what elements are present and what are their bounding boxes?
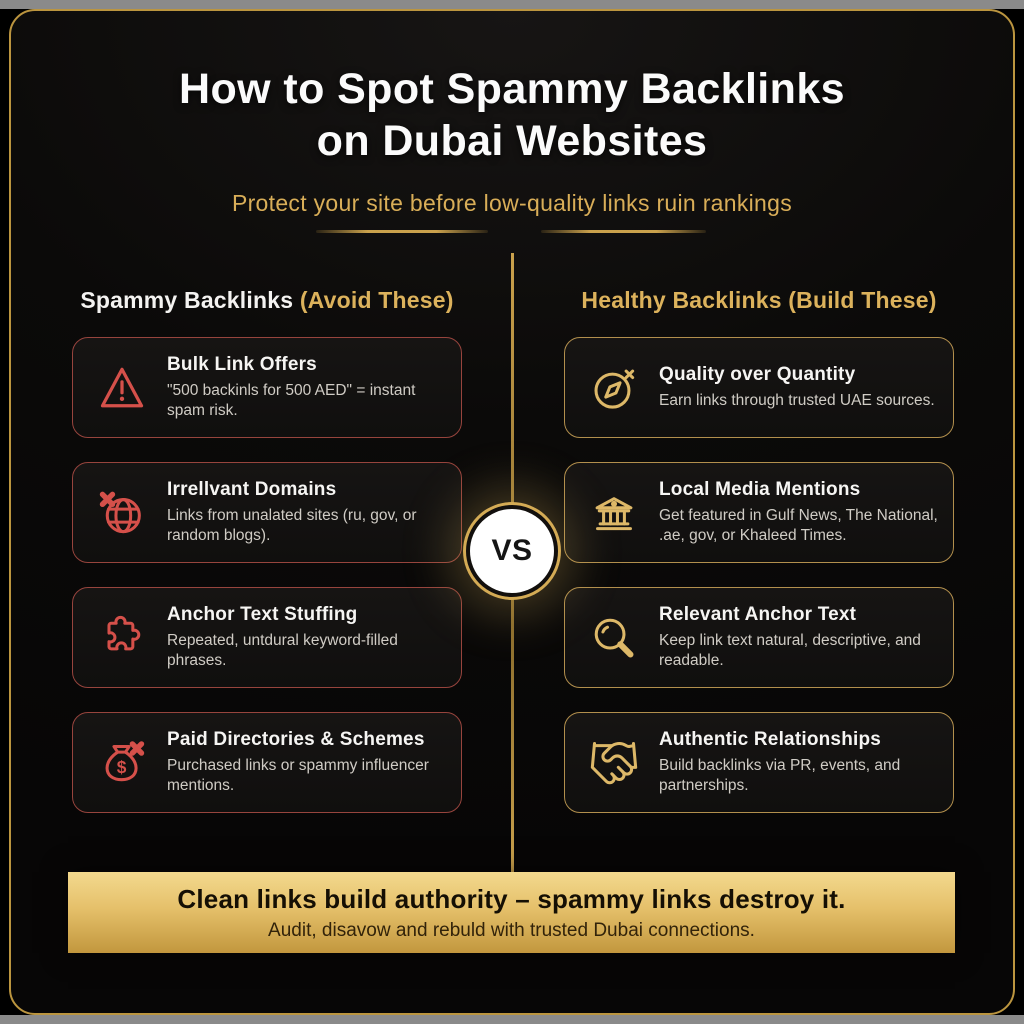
card-irrelevant-domains: Irrellvant Domains Links from unalated s…	[72, 462, 462, 563]
top-edge-strip	[0, 0, 1024, 9]
card-title: Authentic Relationships	[659, 728, 882, 750]
card-title: Relevant Anchor Text	[659, 603, 857, 625]
card-description: Get featured in Gulf News, The National,…	[659, 506, 938, 544]
right-divider-line	[541, 230, 706, 233]
puzzle-piece-icon	[91, 612, 153, 664]
spammy-heading-accent: (Avoid These)	[299, 287, 454, 313]
svg-text:$: $	[117, 756, 127, 776]
card-title: Paid Directories & Schemes	[167, 728, 425, 750]
card-bulk-link-offers: Bulk Link Offers "500 backinls for 500 A…	[72, 337, 462, 438]
card-description: Purchased links or spammy influencer men…	[167, 756, 429, 794]
main-frame: How to Spot Spammy Backlinks on Dubai We…	[9, 9, 1015, 1015]
page-subtitle: Protect your site before low-quality lin…	[231, 189, 793, 216]
spammy-cards-column: Bulk Link Offers "500 backinls for 500 A…	[72, 337, 462, 813]
card-anchor-text-stuffing: Anchor Text Stuffing Repeated, untdural …	[72, 587, 462, 688]
vs-badge-label: VS	[470, 509, 554, 593]
healthy-column-heading: Healthy Backlinks (Build These)	[581, 287, 937, 313]
magnifier-icon	[583, 612, 645, 664]
card-title: Anchor Text Stuffing	[167, 603, 358, 625]
compass-icon	[583, 362, 645, 414]
card-description: Repeated, untdural keyword-filled phrase…	[167, 631, 398, 669]
page-title: How to Spot Spammy Backlinks on Dubai We…	[11, 63, 1013, 168]
card-text: Authentic Relationships Build backlinks …	[659, 729, 939, 797]
warning-triangle-icon	[91, 362, 153, 414]
card-text: Irrellvant Domains Links from unalated s…	[167, 479, 447, 547]
card-description: Keep link text natural, descriptive, and…	[659, 631, 921, 669]
page-title-line1: How to Spot Spammy Backlinks	[179, 65, 845, 113]
card-text: Local Media Mentions Get featured in Gul…	[659, 479, 939, 547]
card-text: Anchor Text Stuffing Repeated, untdural …	[167, 604, 447, 672]
card-text: Quality over Quantity Earn links through…	[659, 364, 939, 411]
card-title: Bulk Link Offers	[167, 353, 317, 375]
card-title: Irrellvant Domains	[167, 478, 337, 500]
spammy-column-heading: Spammy Backlinks (Avoid These)	[72, 287, 462, 314]
card-text: Paid Directories & Schemes Purchased lin…	[167, 729, 447, 797]
left-divider-line	[316, 230, 488, 233]
card-local-media-mentions: Local Media Mentions Get featured in Gul…	[564, 462, 954, 563]
footer-banner: Clean links build authority – spammy lin…	[68, 872, 955, 953]
card-text: Relevant Anchor Text Keep link text natu…	[659, 604, 939, 672]
card-description: Links from unalated sites (ru, gov, or r…	[167, 506, 417, 544]
healthy-cards-column: Quality over Quantity Earn links through…	[564, 337, 954, 813]
money-bag-x-icon: $	[91, 737, 153, 789]
card-description: Build backlinks via PR, events, and part…	[659, 756, 901, 794]
bank-building-icon	[583, 487, 645, 539]
handshake-icon	[583, 737, 645, 789]
page-title-line2: on Dubai Websites	[316, 117, 708, 166]
card-title: Quality over Quantity	[659, 363, 856, 385]
card-authentic-relationships: Authentic Relationships Build backlinks …	[564, 712, 954, 813]
card-relevant-anchor-text: Relevant Anchor Text Keep link text natu…	[564, 587, 954, 688]
card-title: Local Media Mentions	[659, 478, 861, 500]
bottom-edge-strip	[0, 1015, 1024, 1024]
card-description: Earn links through trusted UAE sources.	[659, 391, 935, 409]
card-description: "500 backinls for 500 AED" = instant spa…	[167, 381, 416, 419]
vs-badge: VS	[463, 502, 561, 600]
header: How to Spot Spammy Backlinks on Dubai We…	[11, 11, 1013, 217]
card-quality-over-quantity: Quality over Quantity Earn links through…	[564, 337, 954, 438]
card-text: Bulk Link Offers "500 backinls for 500 A…	[167, 354, 447, 422]
card-paid-directories: $ Paid Directories & Schemes Purchased l…	[72, 712, 462, 813]
spammy-heading-text: Spammy Backlinks	[80, 287, 294, 313]
globe-x-icon	[91, 487, 153, 539]
footer-headline: Clean links build authority – spammy lin…	[177, 884, 846, 914]
footer-subline: Audit, disavow and rebuld with trusted D…	[268, 920, 755, 941]
